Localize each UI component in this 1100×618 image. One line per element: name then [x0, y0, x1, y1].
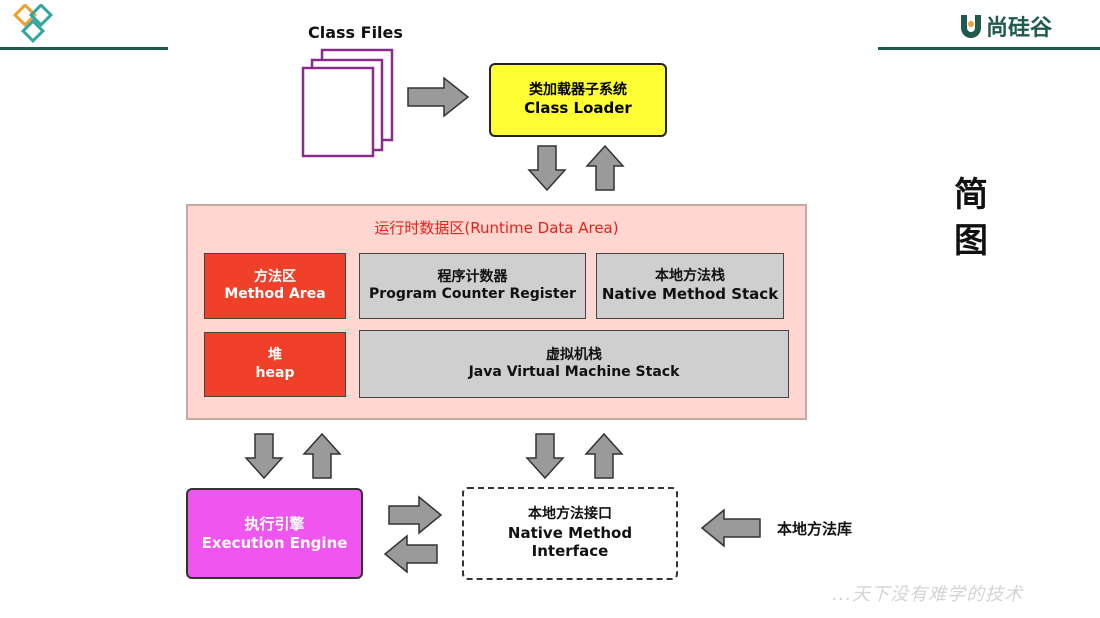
native-method-stack-box: 本地方法栈 Native Method Stack — [596, 253, 784, 319]
arrow-up-icon — [584, 432, 624, 479]
class-loader-box: 类加载器子系统 Class Loader — [489, 63, 667, 137]
native-interface-en-2: Interface — [531, 542, 609, 561]
pc-register-cn: 程序计数器 — [437, 268, 508, 285]
native-stack-cn: 本地方法栈 — [655, 267, 725, 284]
logo-diamonds-icon — [12, 4, 54, 44]
arrow-up-icon — [585, 144, 625, 191]
execution-engine-box: 执行引擎 Execution Engine — [186, 488, 363, 579]
jvm-stack-cn: 虚拟机栈 — [546, 346, 602, 363]
arrow-right-icon — [407, 76, 470, 118]
brand-u-icon — [961, 15, 981, 38]
execution-engine-cn: 执行引擎 — [244, 514, 305, 533]
native-library-label: 本地方法库 — [777, 520, 853, 538]
side-title-char-2: 图 — [954, 221, 988, 261]
method-area-box: 方法区 Method Area — [204, 253, 346, 319]
heap-cn: 堆 — [268, 347, 282, 363]
jvm-stack-en: Java Virtual Machine Stack — [468, 364, 680, 380]
heap-box: 堆 heap — [204, 332, 346, 397]
execution-engine-en: Execution Engine — [201, 533, 348, 552]
heap-en: heap — [255, 364, 295, 381]
brand-logo: 尚硅谷 — [958, 10, 1052, 42]
method-area-en: Method Area — [224, 286, 326, 302]
arrow-down-icon — [525, 433, 565, 480]
native-interface-en-1: Native Method — [507, 523, 633, 542]
native-stack-en: Native Method Stack — [601, 285, 779, 304]
class-loader-cn: 类加载器子系统 — [529, 81, 627, 98]
pc-register-box: 程序计数器 Program Counter Register — [359, 253, 586, 319]
header-line-right — [878, 47, 1100, 50]
method-area-cn: 方法区 — [254, 268, 296, 285]
arrow-left-icon — [700, 508, 761, 548]
class-files-label: Class Files — [308, 23, 403, 42]
arrow-up-icon — [302, 432, 342, 479]
runtime-area-title: 运行时数据区(Runtime Data Area) — [374, 219, 619, 237]
pc-register-en: Program Counter Register — [369, 286, 576, 302]
brand-name: 尚硅谷 — [986, 16, 1053, 41]
side-title-char-1: 简 — [954, 175, 988, 215]
class-loader-en: Class Loader — [524, 99, 632, 118]
class-files-stack-icon — [301, 48, 394, 158]
native-method-interface-box: 本地方法接口 Native Method Interface — [462, 487, 678, 580]
jvm-stack-box: 虚拟机栈 Java Virtual Machine Stack — [359, 330, 789, 398]
watermark-text: ...天下没有难学的技术 — [832, 584, 1024, 605]
header-line-left — [0, 47, 168, 50]
side-title: 简 图 — [954, 172, 988, 264]
arrow-right-icon — [388, 495, 443, 535]
arrow-down-icon — [527, 145, 567, 192]
native-interface-cn: 本地方法接口 — [528, 506, 612, 522]
arrow-down-icon — [244, 433, 284, 480]
arrow-left-icon — [383, 534, 438, 574]
